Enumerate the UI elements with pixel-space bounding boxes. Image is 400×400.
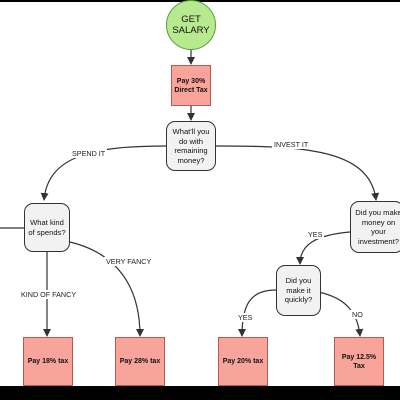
bottom-black-bar xyxy=(0,386,400,400)
start-node-get-salary: GET SALARY xyxy=(166,0,216,50)
question-kind-of-spends-label: What kind of spends? xyxy=(28,218,66,237)
edge-quickly-to-tax-20 xyxy=(238,289,277,337)
question-investment-money: Did you make money on your investment? xyxy=(350,201,400,253)
question-remaining-money-label: What'll you do with remaining money? xyxy=(172,127,210,165)
tax-12-5-node: Pay 12.5% Tax xyxy=(334,337,384,386)
tax-20-node: Pay 20% tax xyxy=(218,337,268,386)
tax-28-label: Pay 28% tax xyxy=(119,358,161,365)
question-made-quickly-label: Did you make it quickly? xyxy=(284,276,313,305)
tax-12-5-label: Pay 12.5% Tax xyxy=(341,353,377,370)
edge-label-kind-of-fancy: KIND OF FANCY xyxy=(19,290,79,299)
edge-label-spend-it: SPEND IT xyxy=(70,149,108,158)
edge-spends-to-tax-28 xyxy=(59,239,144,337)
edge-label-very-fancy: VERY FANCY xyxy=(104,257,154,266)
direct-tax-label: Pay 30% Direct Tax xyxy=(174,77,208,94)
tax-20-label: Pay 20% tax xyxy=(222,358,264,365)
question-made-quickly: Did you make it quickly? xyxy=(276,265,321,316)
start-node-label: GET SALARY xyxy=(172,14,210,36)
edge-quickly-to-tax-12-5 xyxy=(317,291,364,337)
question-remaining-money: What'll you do with remaining money? xyxy=(166,121,216,171)
tax-18-node: Pay 18% tax xyxy=(23,337,73,386)
edge-remaining-to-invest xyxy=(215,145,380,201)
tax-28-node: Pay 28% tax xyxy=(115,337,165,386)
question-kind-of-spends: What kind of spends? xyxy=(24,203,70,252)
tax-18-label: Pay 18% tax xyxy=(27,358,69,365)
edge-label-yes-quickly: YES xyxy=(236,313,255,322)
edge-label-yes-investment: YES xyxy=(306,230,325,239)
edge-label-invest-it: INVEST IT xyxy=(272,140,311,149)
question-investment-money-label: Did you make money on your investment? xyxy=(355,208,400,246)
edge-label-no-quickly: NO xyxy=(350,310,365,319)
edge-invest-to-quickly xyxy=(296,231,351,265)
direct-tax-node: Pay 30% Direct Tax xyxy=(171,65,211,106)
